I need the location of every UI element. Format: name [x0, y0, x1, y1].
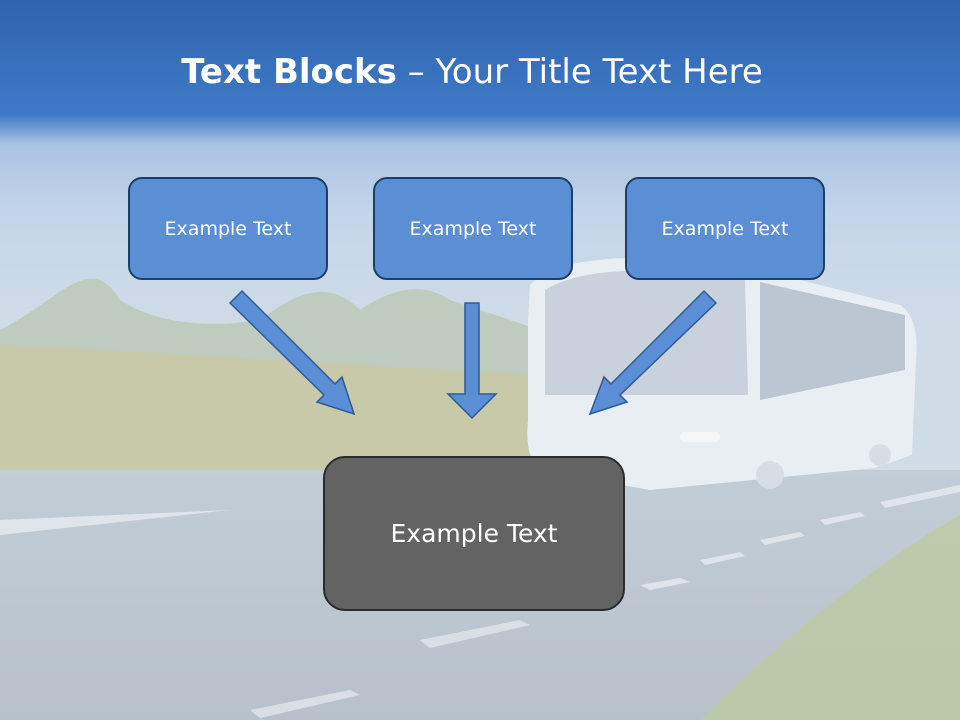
title-rest: Your Title Text Here [435, 52, 763, 92]
text-block-middle[interactable]: Example Text [373, 177, 573, 280]
text-block-right-label: Example Text [661, 217, 789, 240]
text-block-left-label: Example Text [164, 217, 292, 240]
page-title: Text Blocks – Your Title Text Here [0, 52, 944, 92]
text-block-center-label: Example Text [390, 519, 558, 548]
title-bold: Text Blocks [181, 52, 397, 92]
text-block-left[interactable]: Example Text [128, 177, 328, 280]
title-dash: – [396, 52, 436, 92]
text-block-right[interactable]: Example Text [625, 177, 825, 280]
text-block-middle-label: Example Text [409, 217, 537, 240]
text-block-center[interactable]: Example Text [323, 456, 625, 611]
